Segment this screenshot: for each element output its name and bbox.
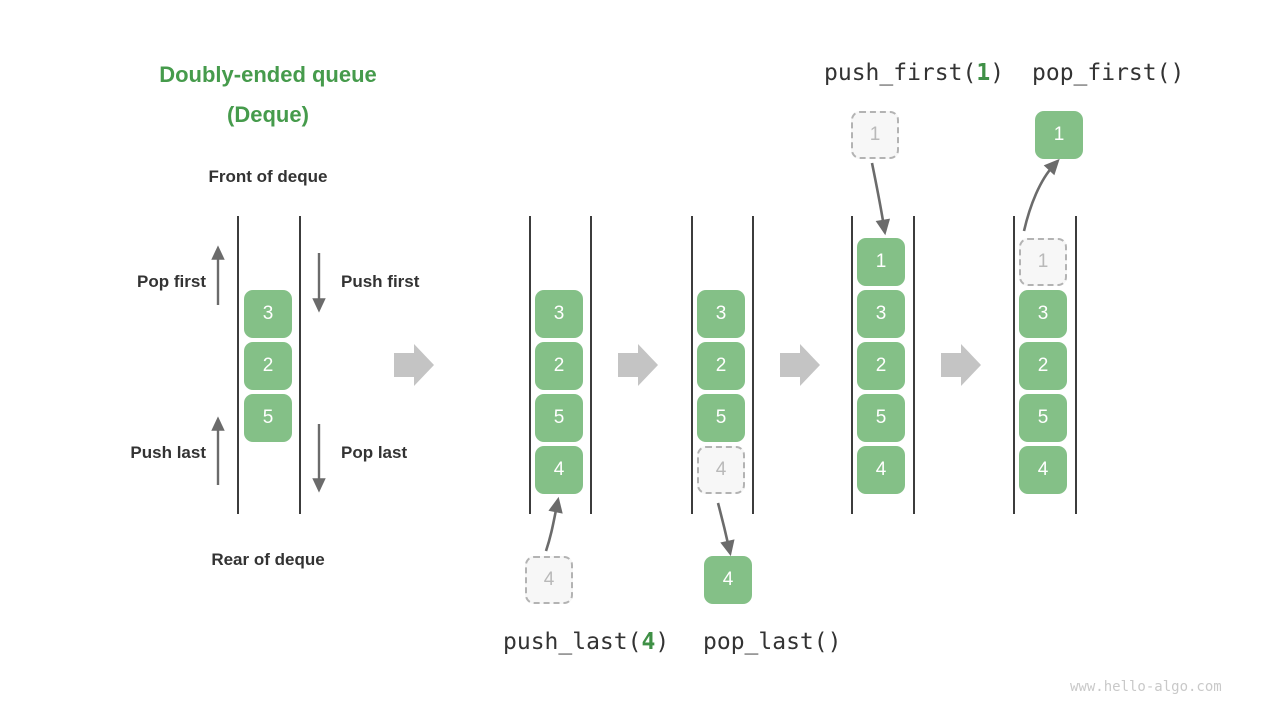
push-first-label: Push first [341, 272, 420, 291]
chevron-4-icon [941, 344, 981, 386]
step-4-rail-left [1013, 216, 1015, 514]
legend-rail-right [299, 216, 301, 514]
step-3-rail-left [851, 216, 853, 514]
step-1-node-2: 5 [535, 394, 583, 442]
push-first-fn-name: push_first [824, 60, 963, 86]
step-3-node-1: 3 [857, 290, 905, 338]
push-last-open-paren: ( [627, 629, 642, 655]
pop-last-close-paren: ) [827, 629, 842, 655]
diagram-title-line1: Doubly-ended queue [159, 62, 377, 87]
legend-node-0: 3 [244, 290, 292, 338]
push-last-arg: 4 [641, 629, 656, 655]
push-last-label: Push last [130, 443, 206, 462]
push-last-fn-name: push_last [503, 629, 628, 655]
pop-last-remove-arrow [716, 502, 735, 557]
chevron-3-icon [780, 344, 820, 386]
legend-node-1: 2 [244, 342, 292, 390]
step-4-node-3: 5 [1019, 394, 1067, 442]
step-3-node-0: 1 [857, 238, 905, 286]
rear-of-deque-label: Rear of deque [211, 550, 325, 569]
push-last-close-paren: ) [655, 629, 670, 655]
pop-last-fn-name: pop_last [703, 629, 814, 655]
step-4-node-4: 4 [1019, 446, 1067, 494]
push-first-insert-arrow [870, 162, 891, 236]
step-1-node-3: 4 [535, 446, 583, 494]
pop-first-operation-label: pop_first() [1032, 58, 1184, 88]
step-2-floating-node: 4 [704, 556, 752, 604]
push-first-open-paren: ( [962, 60, 977, 86]
step-1-rail-right [590, 216, 592, 514]
step-3-floating-node: 1 [851, 111, 899, 159]
pop-first-label: Pop first [137, 272, 206, 291]
step-4-rail-right [1075, 216, 1077, 514]
step-1-node-1: 2 [535, 342, 583, 390]
step-2-rail-right [752, 216, 754, 514]
chevron-2-icon [618, 344, 658, 386]
push-first-arg: 1 [976, 60, 991, 86]
front-of-deque-label: Front of deque [208, 167, 328, 186]
pop-first-fn-name: pop_first [1032, 60, 1157, 86]
pop-last-label: Pop last [341, 443, 408, 462]
pop-last-operation-label: pop_last() [703, 627, 842, 657]
legend-node-2: 5 [244, 394, 292, 442]
step-3-rail-right [913, 216, 915, 514]
chevron-1-icon [394, 344, 434, 386]
pop-first-open-paren: ( [1156, 60, 1171, 86]
diagram-title-line2: (Deque) [227, 102, 309, 127]
watermark: www.hello-algo.com [1070, 679, 1222, 695]
pop-first-remove-arrow [1022, 158, 1060, 232]
pop-last-open-paren: ( [813, 629, 828, 655]
step-3-node-4: 4 [857, 446, 905, 494]
step-2-node-1: 2 [697, 342, 745, 390]
legend-rail-left [237, 216, 239, 514]
push-last-insert-arrow [544, 496, 563, 552]
push-last-operation-label: push_last(4) [503, 627, 669, 657]
step-1-node-0: 3 [535, 290, 583, 338]
step-2-node-0: 3 [697, 290, 745, 338]
push-first-operation-label: push_first(1) [824, 58, 1004, 88]
push-first-close-paren: ) [990, 60, 1005, 86]
step-3-node-2: 2 [857, 342, 905, 390]
step-2-node-2: 5 [697, 394, 745, 442]
step-3-node-3: 5 [857, 394, 905, 442]
step-4-floating-node: 1 [1035, 111, 1083, 159]
step-2-rail-left [691, 216, 693, 514]
step-4-node-1: 3 [1019, 290, 1067, 338]
step-1-rail-left [529, 216, 531, 514]
step-2-node-3-ghost: 4 [697, 446, 745, 494]
step-4-node-2: 2 [1019, 342, 1067, 390]
pop-first-close-paren: ) [1170, 60, 1185, 86]
step-4-node-0-ghost: 1 [1019, 238, 1067, 286]
step-1-floating-node: 4 [525, 556, 573, 604]
